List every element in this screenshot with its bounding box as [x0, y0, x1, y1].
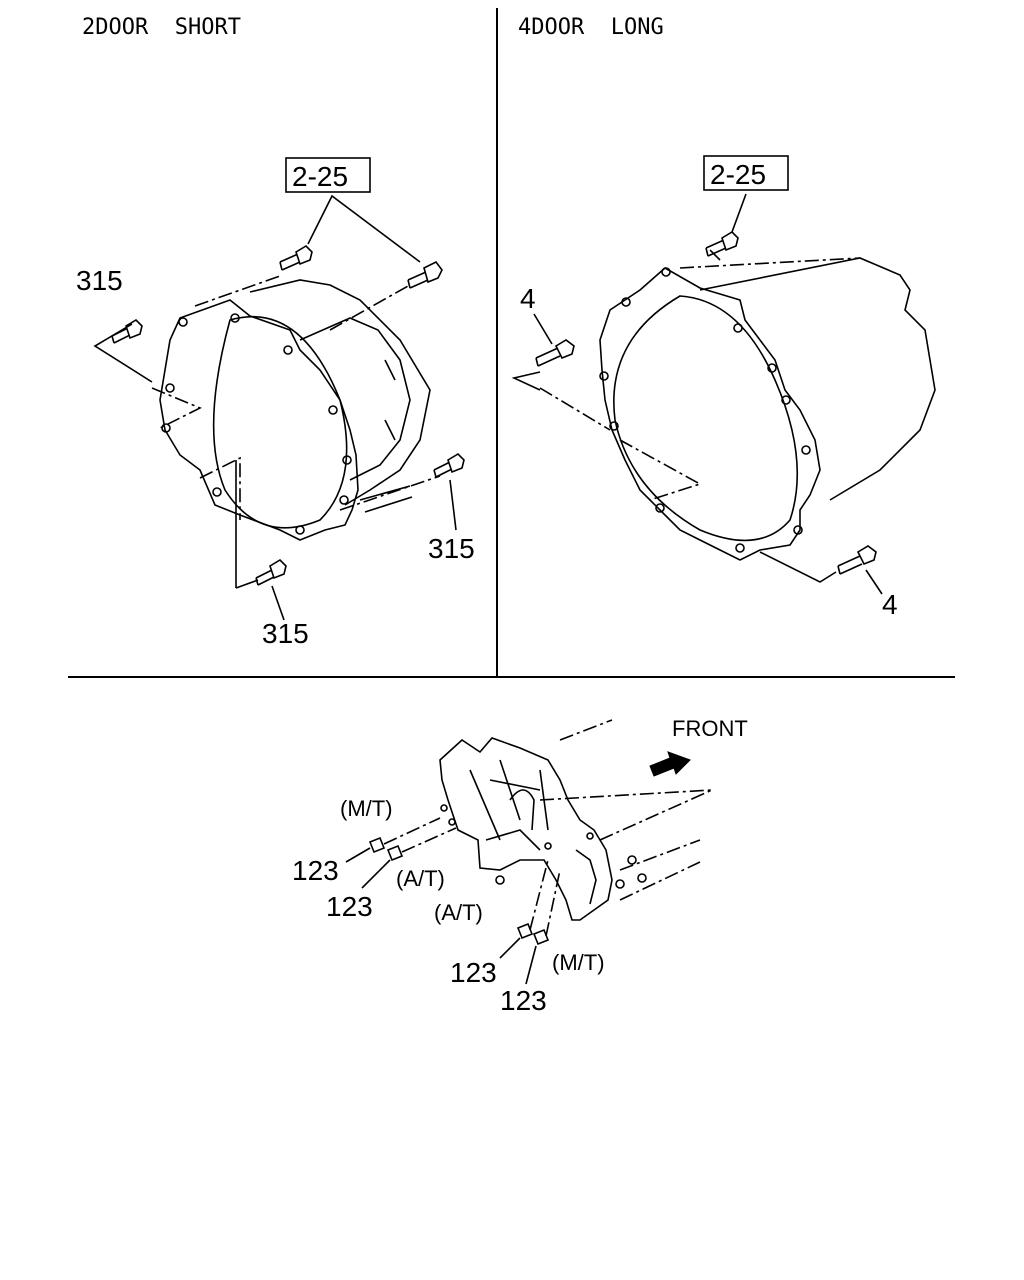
part-number-label: 123	[292, 855, 339, 886]
bolt-icon	[837, 545, 877, 575]
variant-label-mt: (M/T)	[552, 950, 605, 975]
dowel-pin-icon	[368, 836, 386, 854]
ref-label-left: 2-25	[292, 161, 348, 192]
dowel-pin-icon	[532, 928, 550, 946]
bolt-icon	[279, 244, 313, 271]
variant-label-at: (A/T)	[396, 866, 445, 891]
bell-housing-short	[151, 275, 441, 541]
bolt-icon	[111, 318, 143, 344]
ref-box-right	[703, 155, 789, 191]
bolt-icon	[255, 558, 287, 586]
ref-box-left	[285, 157, 371, 193]
ref-label-right: 2-25	[710, 159, 766, 190]
part-number-label: 4	[520, 283, 536, 314]
bolt-icon	[407, 260, 443, 289]
front-label: FRONT	[672, 716, 748, 741]
panel-title-right: 4DOOR LONG	[518, 15, 664, 40]
bolt-icon	[433, 452, 465, 478]
part-number-label: 123	[500, 985, 547, 1016]
part-number-label: 315	[76, 265, 123, 296]
part-number-label: 123	[326, 891, 373, 922]
variant-label-mt: (M/T)	[340, 796, 393, 821]
bell-housing-long	[539, 249, 936, 561]
variant-label-at: (A/T)	[434, 900, 483, 925]
transmission-case	[439, 719, 713, 921]
part-number-label: 315	[428, 533, 475, 564]
dowel-pin-icon	[386, 844, 404, 862]
bolt-icon	[535, 339, 575, 367]
part-number-label: 4	[882, 589, 898, 620]
front-arrow-icon	[649, 751, 691, 777]
dowel-pin-icon	[516, 922, 534, 940]
part-number-label: 315	[262, 618, 309, 649]
panel-title-left: 2DOOR SHORT	[82, 15, 241, 40]
bolt-icon	[705, 230, 739, 257]
part-number-label: 123	[450, 957, 497, 988]
